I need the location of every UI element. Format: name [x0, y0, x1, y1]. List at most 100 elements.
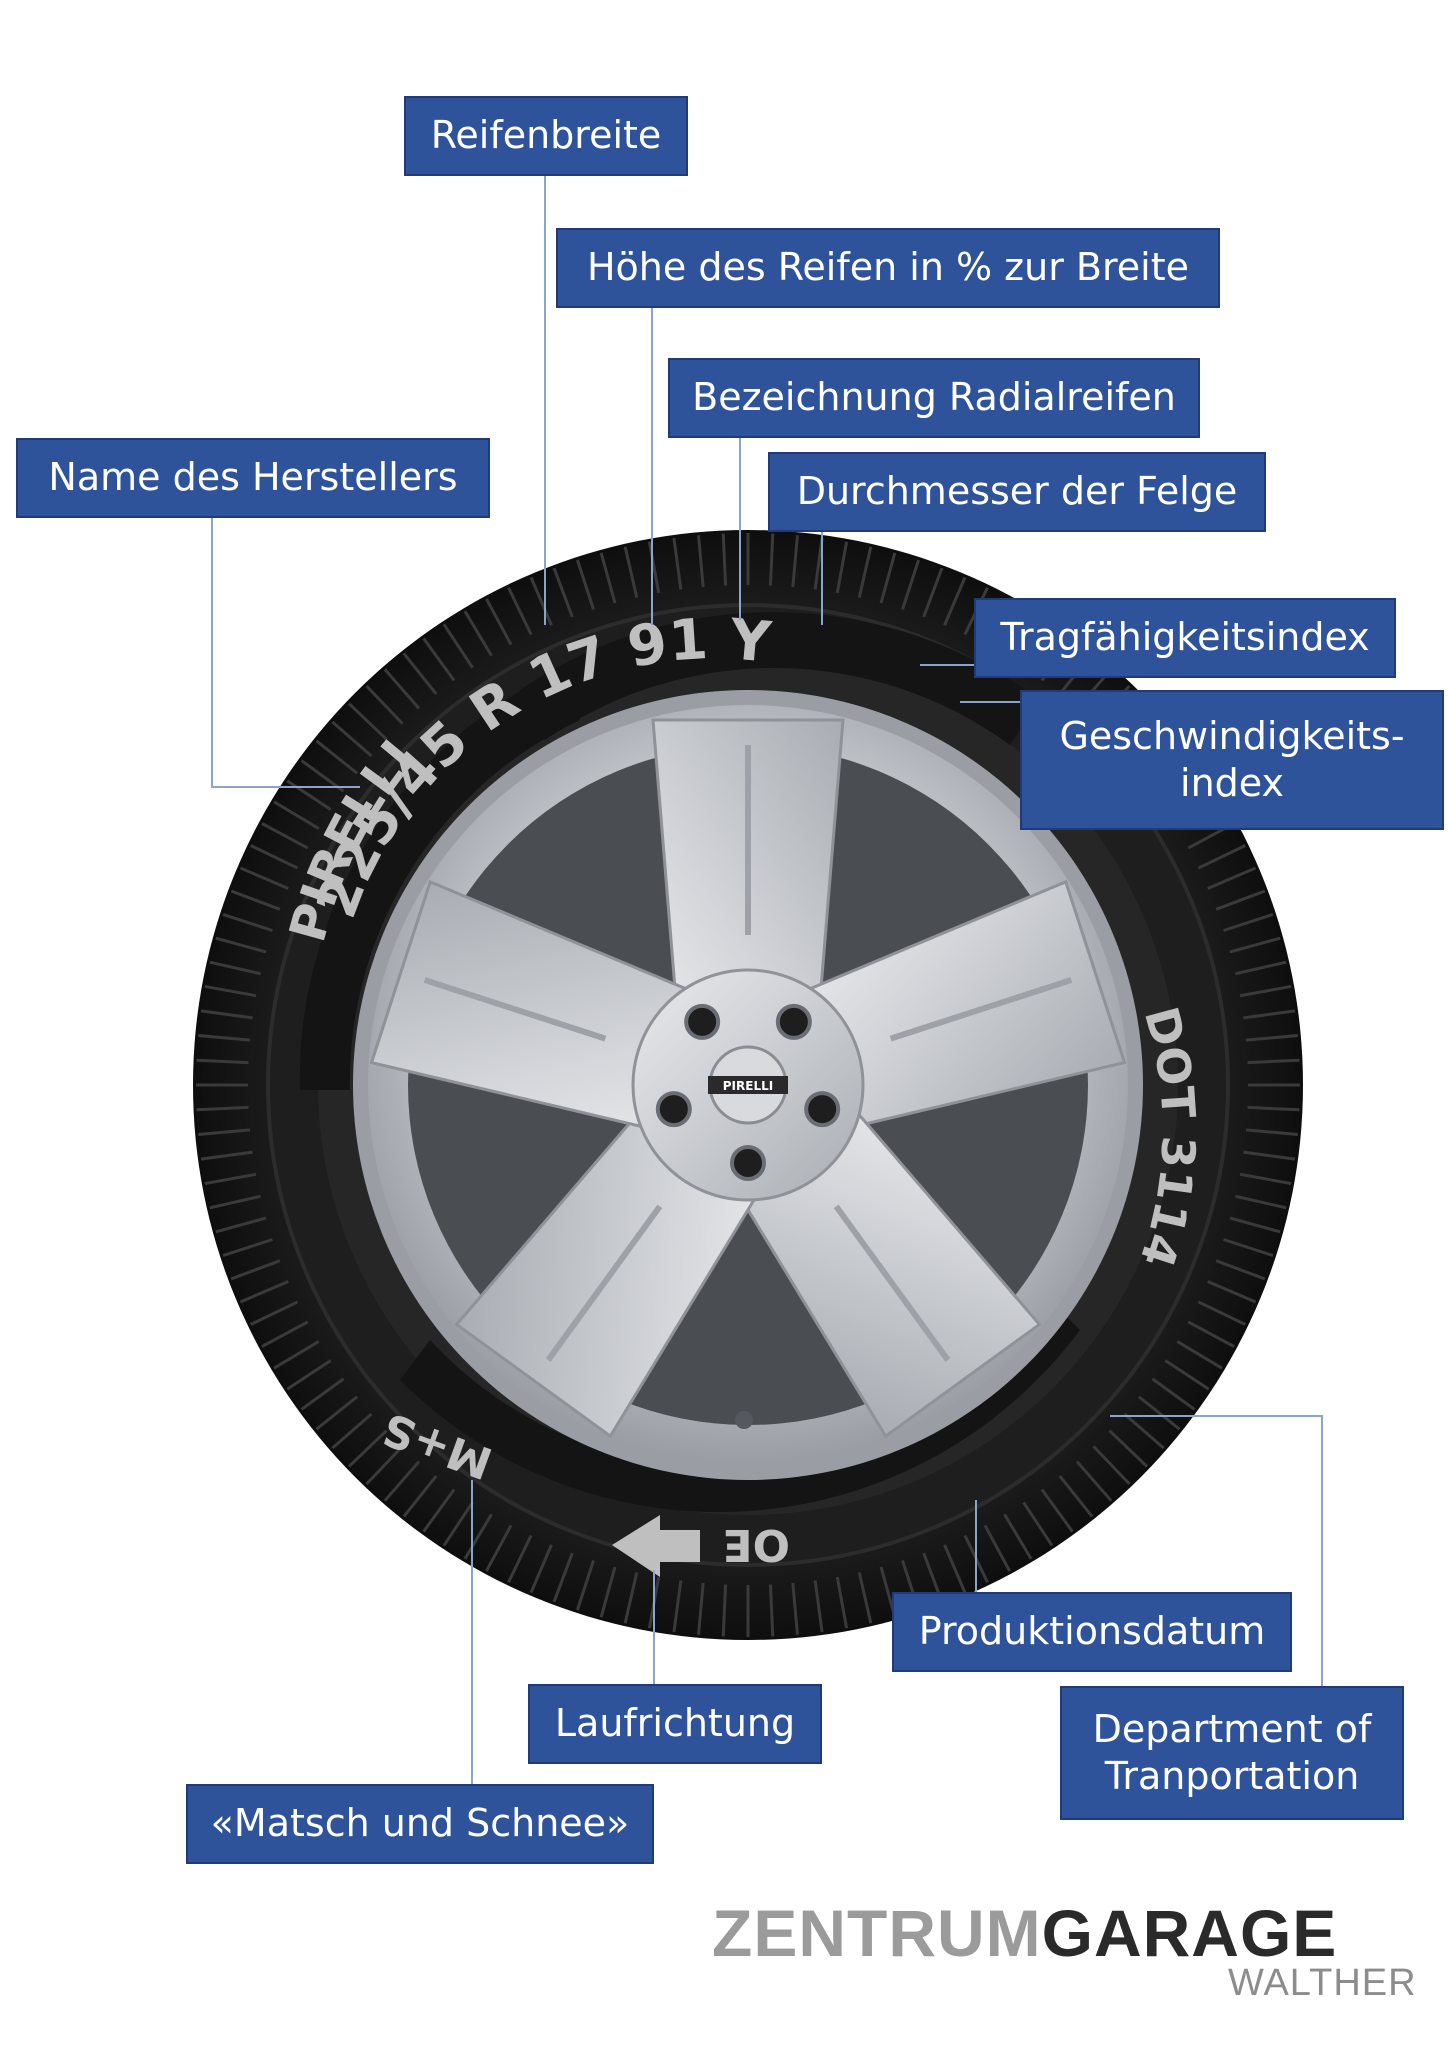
tread-rib: [485, 598, 513, 646]
tread-rib: [200, 1150, 253, 1161]
tread-rib: [239, 866, 289, 890]
tread-rib: [331, 720, 373, 758]
tread-rib: [697, 535, 705, 588]
tread-rib: [1229, 1216, 1281, 1234]
brand-logo-sub: WALTHER: [1228, 1962, 1417, 2004]
tread-rib: [552, 1552, 574, 1603]
tread-rib: [1247, 1105, 1300, 1112]
rim-spoke: [369, 879, 715, 1135]
lug-nut: [684, 1003, 721, 1040]
tread-rib: [422, 637, 456, 682]
tread-rib: [1245, 1034, 1298, 1042]
label-hersteller: Name des Herstellers: [16, 438, 490, 518]
tread-rib: [1215, 889, 1266, 911]
tread-rib: [261, 1320, 309, 1348]
connector-dot: [1110, 1415, 1323, 1686]
tread-rib: [209, 1194, 261, 1210]
tread-rib: [1123, 1412, 1165, 1450]
tread-rib: [1040, 1488, 1074, 1533]
tread-rib: [198, 1128, 251, 1136]
tread-rib: [813, 537, 824, 590]
tread-rib: [485, 1524, 513, 1572]
tread-rib: [943, 1544, 967, 1594]
tread-rib: [442, 623, 474, 669]
tread-rib: [347, 702, 388, 741]
label-geschwindigkeitsindex: Geschwindigkeits- index: [1020, 690, 1444, 830]
tread-rib: [1176, 1340, 1223, 1370]
tread-rib: [1243, 1009, 1296, 1020]
connector-hersteller: [211, 518, 360, 788]
tread-rib: [1092, 1445, 1131, 1486]
tread-rib: [857, 546, 873, 598]
tread-rib: [575, 559, 595, 610]
tread-rib: [250, 1300, 299, 1326]
tread-rib: [857, 1572, 873, 1624]
tread-rib: [1108, 1429, 1149, 1468]
tread-rib: [1164, 1359, 1210, 1391]
tread-rib: [250, 844, 299, 870]
tread-rib: [697, 1582, 705, 1635]
tread-rib: [1207, 1280, 1257, 1304]
tread-rib: [623, 1572, 639, 1624]
tread-rib: [529, 1544, 553, 1594]
tread-rib: [768, 533, 775, 586]
tread-rib: [1003, 1513, 1033, 1560]
tread-rib: [463, 1513, 493, 1560]
brand-logo-part1: ZENTRUM: [712, 1896, 1042, 1970]
tread-rib: [422, 1488, 456, 1533]
tread-rib: [463, 610, 493, 657]
tread-rib: [1197, 844, 1246, 870]
tread-rib: [623, 546, 639, 598]
valve-stem: [735, 1411, 753, 1429]
tread-rib: [315, 739, 359, 775]
tread-rib: [835, 541, 849, 594]
label-reifenbreite: Reifenbreite: [404, 96, 688, 176]
tread-rib: [261, 822, 309, 850]
tread-rib: [1058, 1474, 1094, 1518]
tread-rib: [1187, 1320, 1235, 1348]
tread-rib: [442, 1501, 474, 1547]
tread-rib: [383, 668, 421, 710]
tread-rib: [215, 1216, 267, 1234]
tread-rib: [204, 1172, 257, 1186]
tread-rib: [552, 567, 574, 618]
tread-rib: [901, 559, 921, 610]
tread-rib: [835, 1576, 849, 1629]
tread-rib: [1215, 1259, 1266, 1281]
tread-rib: [1239, 1172, 1292, 1186]
tread-rib: [507, 1534, 533, 1583]
tread-rib: [273, 800, 320, 830]
tread-rib: [383, 1460, 421, 1502]
tread-rib: [1197, 1300, 1246, 1326]
rim-spoke: [651, 718, 845, 1027]
rotation-arrow-icon: [612, 1515, 700, 1577]
hub-brand-logo: PIRELLI: [723, 1079, 773, 1093]
brand-logo-part2: GARAGE: [1041, 1896, 1338, 1970]
tread-rib: [943, 576, 967, 626]
tread-rib: [1022, 1501, 1054, 1547]
tread-rib: [983, 1524, 1011, 1572]
tread-rib: [222, 1238, 273, 1258]
tread-rib: [222, 912, 273, 932]
tread-rib: [1247, 1058, 1300, 1065]
tread-rib: [529, 576, 553, 626]
tread-rib: [647, 541, 661, 594]
tread-rib: [813, 1580, 824, 1633]
tread-rib: [575, 1560, 595, 1611]
tread-rib: [196, 1058, 249, 1065]
tread-rib: [198, 1034, 251, 1042]
tread-rib: [1223, 1238, 1274, 1258]
label-felgendurchmesser: Durchmesser der Felge: [768, 452, 1266, 532]
rim: PIRELLI: [353, 690, 1143, 1480]
tread-rib: [599, 1566, 617, 1618]
tread-rib: [1075, 1460, 1113, 1502]
tread-rib: [1137, 1395, 1181, 1431]
tread-rib: [922, 567, 944, 618]
tread-rib: [331, 1412, 373, 1450]
lug-nut: [775, 1003, 812, 1040]
tread-rib: [1235, 1194, 1287, 1210]
tread-rib: [1243, 1150, 1296, 1161]
tread-rib: [209, 960, 261, 976]
tread-rib: [1245, 1128, 1298, 1136]
